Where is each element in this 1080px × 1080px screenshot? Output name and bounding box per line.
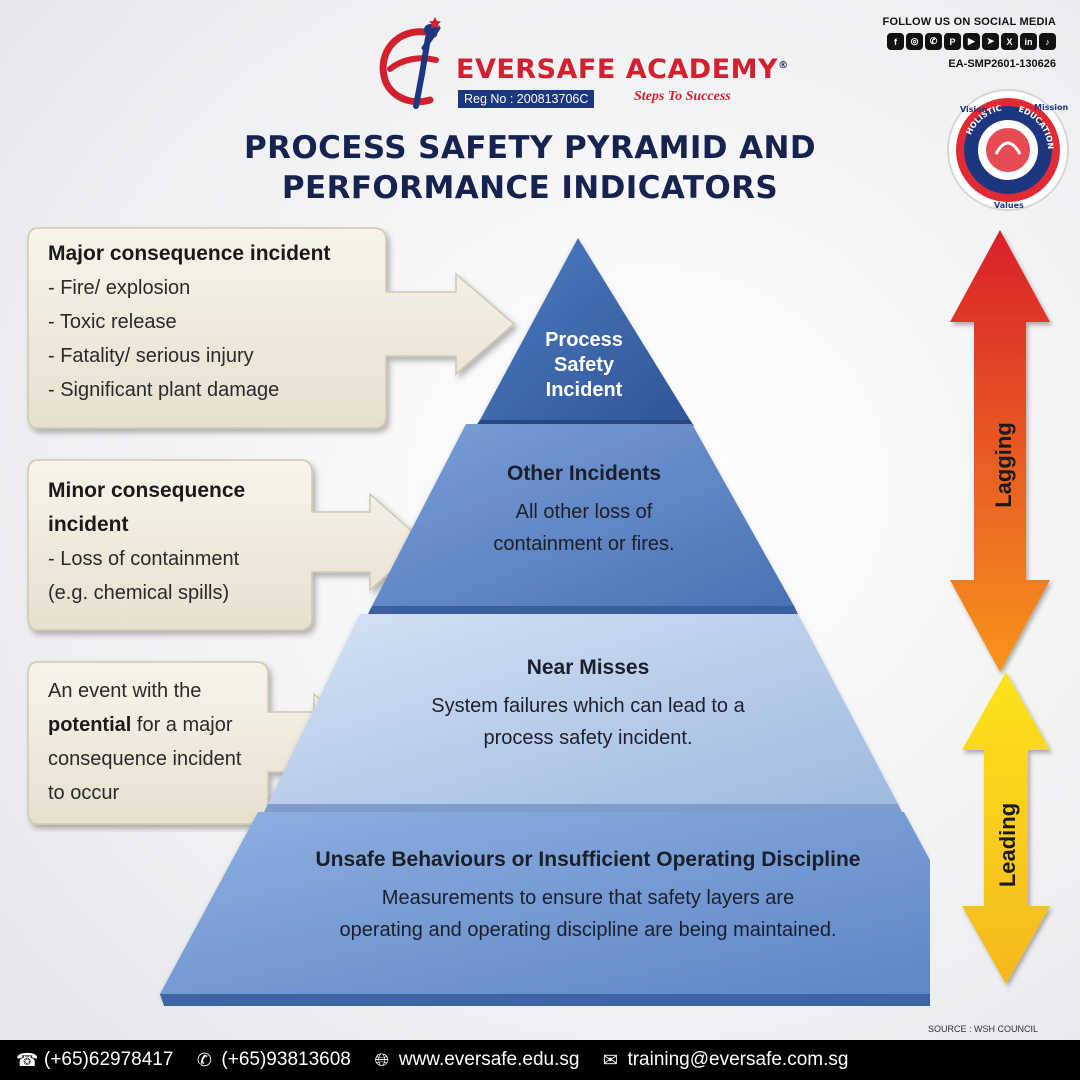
facebook-icon[interactable]: f — [887, 33, 904, 50]
callout-major-heading: Major consequence incident — [48, 242, 331, 265]
callout-major-consequence: Major consequence incident - Fire/ explo… — [24, 222, 524, 438]
seal-word-vision: Vision — [960, 105, 988, 114]
pyramid-tier-other-incidents — [372, 424, 794, 606]
email-link[interactable]: ✉ training@eversafe.com.sg — [599, 1049, 849, 1071]
callout-major-item: - Toxic release — [48, 311, 177, 333]
tier-title: Unsafe Behaviours or Insufficient Operat… — [315, 848, 861, 871]
envelope-icon: ✉ — [602, 1049, 618, 1070]
callout-near-miss-line2: potential for a major — [48, 714, 233, 736]
callout-minor-item: (e.g. chemical spills) — [48, 582, 230, 604]
callout-near-miss-line4: to occur — [48, 782, 120, 804]
tier-description: System failures which can lead to a proc… — [431, 695, 745, 749]
follow-label: FOLLOW US ON SOCIAL MEDIA — [882, 16, 1056, 28]
apex-label: Process Safety Incident — [545, 329, 623, 401]
tiktok-icon[interactable]: ♪ — [1039, 33, 1056, 50]
pyramid-apex — [480, 238, 690, 420]
tier-other-incidents-text: Other Incidents All other loss of contai… — [434, 462, 734, 560]
phone-contact[interactable]: ☎ (+65)62978417 — [16, 1049, 174, 1070]
youtube-icon[interactable]: ▶ — [963, 33, 980, 50]
tier-description: Measurements to ensure that safety layer… — [339, 887, 837, 941]
brand-logo: EVERSAFE ACADEMY® Reg No : 200813706C St… — [372, 14, 788, 114]
page-title: PROCESS SAFETY PYRAMID AND PERFORMANCE I… — [150, 128, 910, 208]
telegram-icon[interactable]: ➤ — [982, 33, 999, 50]
seal-word-values: Values — [994, 201, 1024, 210]
indicator-arrows — [950, 230, 1050, 984]
callout-near-miss: An event with the potential for a major … — [24, 656, 374, 832]
callout-major-item: - Fatality/ serious injury — [48, 345, 254, 367]
tier-title: Other Incidents — [506, 462, 662, 485]
contact-footer: ☎ (+65)62978417 ✆ (+65)93813608 🌐︎ www.e… — [0, 1040, 1080, 1080]
brand-tagline: Steps To Success — [634, 89, 731, 104]
callout-minor-heading-line2: incident — [48, 513, 129, 536]
tier-near-misses-text: Near Misses System failures which can le… — [338, 656, 838, 754]
lagging-double-arrow — [950, 230, 1050, 672]
callout-major-item: - Significant plant damage — [48, 379, 280, 401]
callout-major-arrow-box — [27, 227, 516, 429]
globe-icon: 🌐︎ — [374, 1049, 390, 1070]
tier-description: All other loss of containment or fires. — [493, 501, 675, 555]
holistic-education-seal-icon: HOLISTIC EDUCATION Vision Mission Values — [947, 89, 1069, 211]
reference-code: EA-SMP2601-130626 — [948, 58, 1056, 70]
whatsapp-icon: ✆ — [196, 1049, 212, 1070]
title-line-1: PROCESS SAFETY PYRAMID AND — [244, 130, 816, 166]
whatsapp-contact[interactable]: ✆ (+65)93813608 — [193, 1049, 351, 1071]
leading-double-arrow — [962, 672, 1050, 984]
seal-word-mission: Mission — [1034, 103, 1068, 112]
lagging-label: Lagging — [991, 422, 1016, 508]
telephone-icon: ☎ — [16, 1049, 39, 1070]
tier-unsafe-behaviours-text: Unsafe Behaviours or Insufficient Operat… — [258, 848, 918, 946]
tier-title: Near Misses — [526, 656, 650, 679]
callout-near-miss-emphasis: potential — [48, 714, 132, 736]
callout-minor-heading-line1: Minor consequence — [48, 479, 246, 502]
callout-minor-consequence: Minor consequence incident - Loss of con… — [24, 454, 434, 640]
pyramid-tier-unsafe-behaviours — [160, 812, 930, 994]
instagram-icon[interactable]: ◎ — [906, 33, 923, 50]
callout-minor-arrow-box — [27, 459, 426, 631]
linkedin-icon[interactable]: in — [1020, 33, 1037, 50]
leading-label: Leading — [995, 802, 1020, 888]
callout-minor-item: - Loss of containment — [48, 548, 240, 570]
source-note: SOURCE : WSH COUNCIL — [927, 1024, 1038, 1034]
registration-number: Reg No : 200813706C — [458, 90, 595, 108]
brand-name: EVERSAFE ACADEMY® — [456, 54, 789, 85]
pyramid-tier-near-misses — [268, 614, 898, 804]
website-link[interactable]: 🌐︎ www.eversafe.edu.sg — [371, 1049, 580, 1071]
callout-near-miss-line3: consequence incident — [48, 748, 242, 770]
safety-pyramid — [160, 238, 930, 1006]
callout-near-miss-line1: An event with the — [48, 680, 202, 702]
whatsapp-icon[interactable]: ✆ — [925, 33, 942, 50]
callout-major-item: - Fire/ explosion — [48, 277, 191, 299]
title-line-2: PERFORMANCE INDICATORS — [281, 170, 779, 206]
pinterest-icon[interactable]: P — [944, 33, 961, 50]
x-icon[interactable]: X — [1001, 33, 1018, 50]
academy-logo-mark-icon — [379, 17, 441, 109]
